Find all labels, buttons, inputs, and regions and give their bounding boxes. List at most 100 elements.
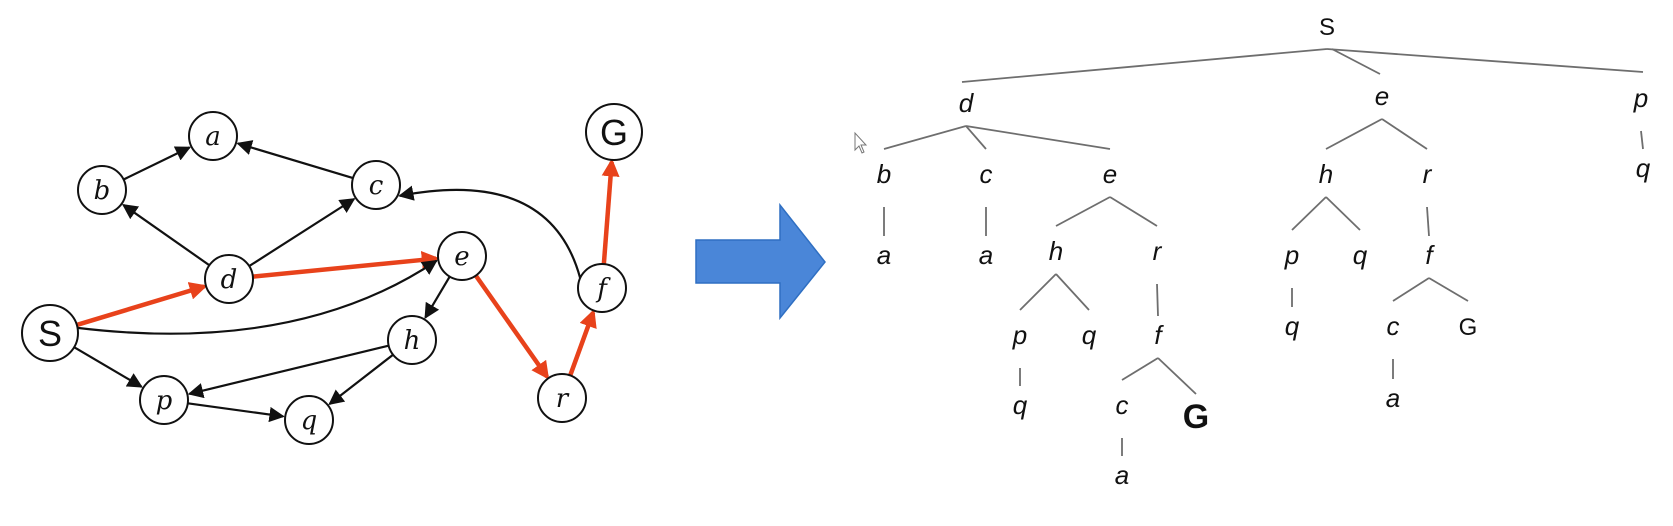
graph-node-circle xyxy=(204,254,254,304)
graph-node-circle xyxy=(537,373,587,423)
tree-node-a4: a xyxy=(1115,460,1129,490)
tree-node-S: S xyxy=(1319,14,1335,41)
state-graph-nodes: Sa b c d e f Gh p q r xyxy=(21,103,643,445)
graph-node-circle xyxy=(577,263,627,313)
graph-edge-e-to-h xyxy=(424,276,451,319)
graph-node-circle xyxy=(21,304,79,362)
tree-edge-S-e1 xyxy=(1331,48,1381,75)
tree-edge-e1-r1 xyxy=(1381,118,1428,150)
graph-edge-f-to-c xyxy=(398,185,582,279)
graph-edge-r-to-f-path xyxy=(568,309,597,377)
tree-node-h2: h xyxy=(1049,236,1063,266)
mouse-cursor-icon xyxy=(854,131,868,154)
graph-edge-S-to-p xyxy=(73,346,143,388)
graph-node-f: f xyxy=(577,263,627,313)
graph-node-d: d xyxy=(204,254,254,304)
graph-node-label: h xyxy=(404,326,421,356)
right-arrow-icon xyxy=(695,202,826,321)
graph-node-circle xyxy=(387,315,437,365)
tree-node-G2: G xyxy=(1183,398,1209,436)
tree-edge-e2-h2 xyxy=(1055,196,1111,227)
graph-node-circle xyxy=(139,375,189,425)
tree-edge-d-c1 xyxy=(965,125,987,150)
tree-edge-h1-p2 xyxy=(1291,196,1327,231)
tree-edge-f1-c2 xyxy=(1392,277,1430,302)
graph-node-b: b xyxy=(77,165,127,215)
tree-node-r1: r xyxy=(1423,159,1433,189)
state-graph-edges xyxy=(73,140,620,423)
graph-node-label: b xyxy=(94,176,111,206)
tree-node-e2: e xyxy=(1103,159,1117,189)
graph-edge-h-to-q xyxy=(328,353,394,405)
tree-node-p2: p xyxy=(1284,240,1299,270)
tree-node-c3: c xyxy=(1116,390,1129,420)
graph-node-label: a xyxy=(205,122,221,152)
tree-node-c2: c xyxy=(1387,311,1400,341)
graph-node-circle xyxy=(437,231,487,281)
tree-node-b: b xyxy=(877,159,891,189)
graph-node-label: c xyxy=(369,171,384,201)
graph-node-e: e xyxy=(437,231,487,281)
tree-edge-f1-G1 xyxy=(1428,277,1469,302)
tree-node-a1: a xyxy=(877,240,891,270)
tree-edge-h1-q2 xyxy=(1325,196,1361,231)
graph-node-circle xyxy=(77,165,127,215)
graph-node-label: e xyxy=(454,242,469,272)
tree-node-f2: f xyxy=(1154,320,1164,350)
tree-node-h1: h xyxy=(1319,159,1333,189)
graph-node-circle xyxy=(351,160,401,210)
graph-node-G: G xyxy=(585,103,643,161)
tree-edge-r1-f1 xyxy=(1426,206,1430,237)
graph-edge-e-to-r-path xyxy=(473,274,550,380)
tree-edge-h2-p3 xyxy=(1019,273,1057,311)
tree-node-q1: q xyxy=(1636,153,1651,183)
tree-edge-e2-r2 xyxy=(1109,196,1158,227)
graph-node-p: p xyxy=(139,375,189,425)
tree-node-G1: G xyxy=(1459,314,1478,341)
tree-node-r2: r xyxy=(1153,236,1163,266)
graph-edge-f-to-G-path xyxy=(601,158,620,265)
tree-node-a2: a xyxy=(979,240,993,270)
tree-node-d: d xyxy=(959,88,975,118)
tree-node-p1: p xyxy=(1633,83,1648,113)
tree-edge-r2-f2 xyxy=(1156,283,1159,317)
graph-edge-h-to-p xyxy=(187,344,389,399)
graph-edge-d-to-e-path xyxy=(252,251,440,279)
graph-node-label: r xyxy=(556,384,570,414)
tree-edge-S-d xyxy=(961,48,1328,83)
graph-node-a: a xyxy=(188,111,238,161)
graph-node-q: q xyxy=(284,395,334,445)
tree-node-q4: q xyxy=(1285,311,1300,341)
tree-node-q5: q xyxy=(1013,390,1028,420)
graph-node-label: q xyxy=(301,406,318,436)
tree-node-a3: a xyxy=(1386,383,1400,413)
tree-node-c1: c xyxy=(980,159,993,189)
graph-edge-c-to-a xyxy=(236,140,354,180)
graph-node-label: S xyxy=(38,313,62,354)
graph-node-label: p xyxy=(156,386,173,416)
tree-edge-f2-G2 xyxy=(1157,357,1197,395)
tree-edge-p1-q1 xyxy=(1640,130,1644,150)
search-tree-edges xyxy=(883,48,1644,456)
tree-edge-h2-q3 xyxy=(1055,273,1090,311)
tree-node-q3: q xyxy=(1082,320,1097,350)
tree-edge-f2-c3 xyxy=(1121,357,1159,381)
tree-node-f1: f xyxy=(1425,240,1435,270)
graph-edge-d-to-b xyxy=(122,204,210,267)
graph-node-circle xyxy=(188,111,238,161)
graph-node-c: c xyxy=(351,160,401,210)
graph-node-label: G xyxy=(600,112,628,153)
tree-node-e1: e xyxy=(1375,81,1389,111)
graph-node-h: h xyxy=(387,315,437,365)
tree-edge-d-b xyxy=(883,125,967,150)
graph-node-S: S xyxy=(21,304,79,362)
tree-node-q2: q xyxy=(1353,240,1368,270)
tree-edge-e1-h1 xyxy=(1325,118,1383,150)
graph-node-circle xyxy=(585,103,643,161)
graph-node-circle xyxy=(284,395,334,445)
graph-edge-b-to-a xyxy=(123,146,192,181)
graph-edge-S-to-d-path xyxy=(76,282,208,328)
tree-edge-d-e2 xyxy=(965,125,1111,150)
